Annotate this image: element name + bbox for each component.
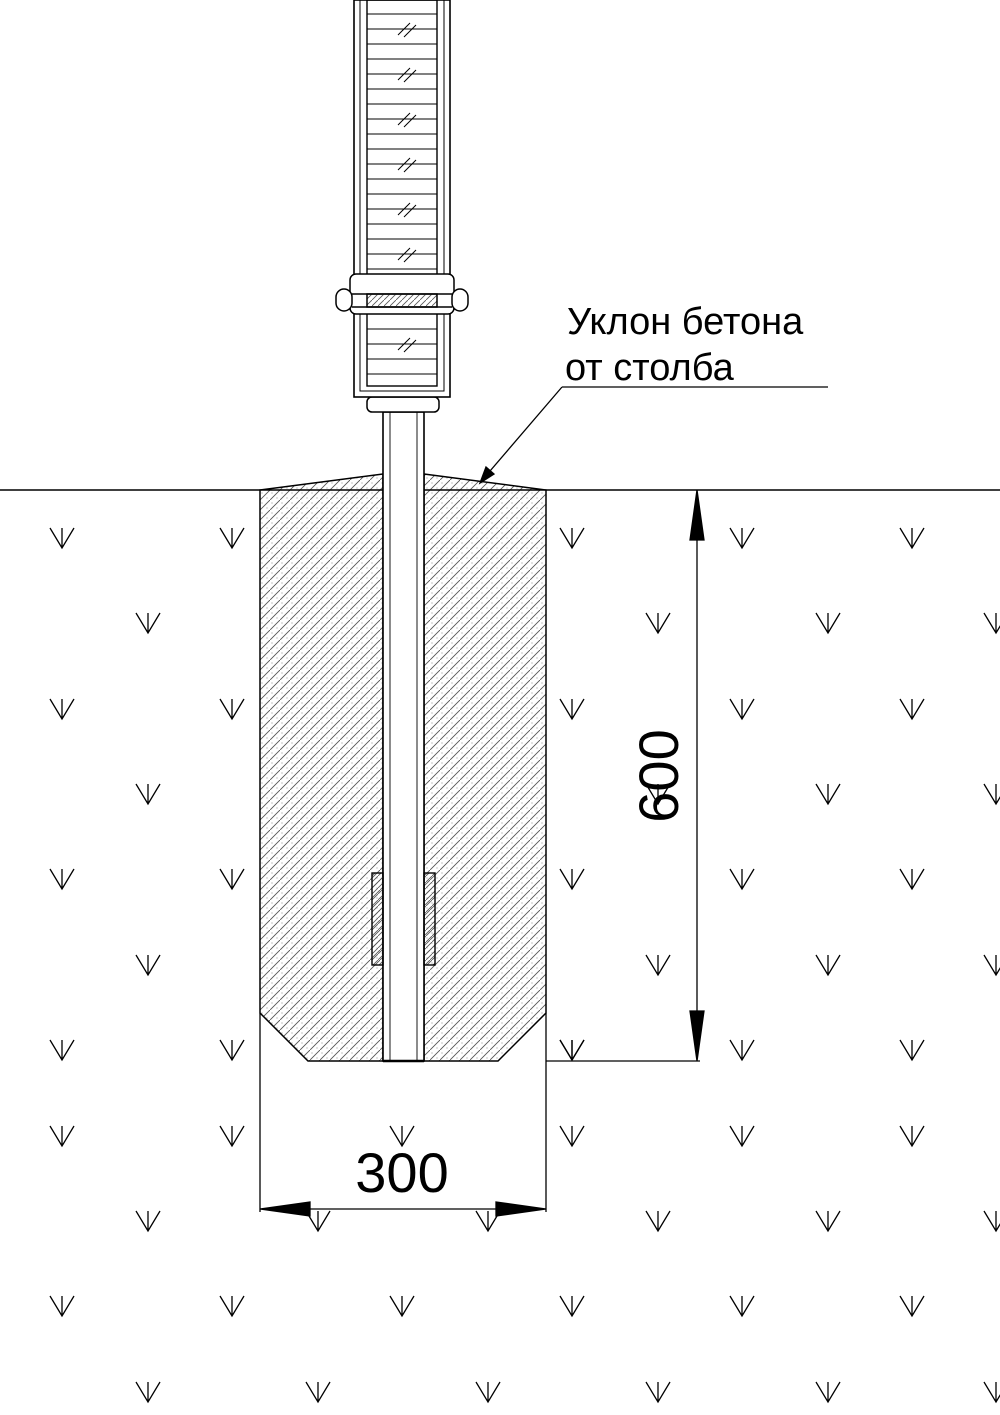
soil-symbol <box>219 1039 245 1062</box>
slope-note-line2: от столба <box>565 347 735 389</box>
depth-dimension <box>546 489 705 1062</box>
soil-symbol <box>815 612 841 635</box>
soil-symbol <box>729 1295 755 1318</box>
soil-symbol <box>389 1295 415 1318</box>
soil-symbol <box>815 783 841 806</box>
soil-symbol <box>559 1295 585 1318</box>
soil-symbol <box>815 954 841 977</box>
soil-symbol <box>983 1210 1000 1233</box>
post-bracket <box>366 396 440 413</box>
soil-symbol <box>49 1295 75 1318</box>
soil-symbol <box>475 1381 501 1404</box>
soil-symbol <box>645 783 671 806</box>
soil-symbol <box>645 1381 671 1404</box>
width-dimension-label: 300 <box>355 1141 448 1204</box>
glass-hatch <box>397 337 417 353</box>
soil-symbol <box>135 612 161 635</box>
soil-symbol <box>983 954 1000 977</box>
soil-symbol <box>899 1039 925 1062</box>
soil-symbol <box>305 1210 331 1233</box>
glass-hatch <box>397 22 417 38</box>
soil-symbol <box>899 1125 925 1148</box>
soil-symbol <box>135 954 161 977</box>
soil-symbol <box>899 527 925 550</box>
soil-symbol <box>559 698 585 721</box>
soil-symbol <box>219 527 245 550</box>
soil-symbol <box>729 698 755 721</box>
soil-symbol <box>729 1125 755 1148</box>
soil-symbol <box>49 698 75 721</box>
soil-symbol <box>645 954 671 977</box>
soil-symbol <box>815 1210 841 1233</box>
soil-symbol <box>983 612 1000 635</box>
soil-symbol <box>645 1210 671 1233</box>
glass-hatch <box>397 202 417 218</box>
soil-symbol <box>219 1125 245 1148</box>
soil-symbol <box>983 1381 1000 1404</box>
anchor-plate-right <box>423 872 436 966</box>
soil-symbol <box>899 1295 925 1318</box>
soil-symbol <box>899 868 925 891</box>
glass-hatch <box>397 67 417 83</box>
slope-note-line1: Уклон бетона <box>567 301 804 343</box>
panel-clamp <box>335 273 469 315</box>
soil-symbol <box>475 1210 501 1233</box>
soil-symbol <box>305 1381 331 1404</box>
soil-symbol <box>729 868 755 891</box>
soil-symbol <box>559 1039 585 1062</box>
width-dimension <box>259 1013 547 1217</box>
soil-symbol <box>645 612 671 635</box>
post <box>382 411 425 1062</box>
soil-symbol <box>389 1125 415 1148</box>
soil-symbol <box>559 527 585 550</box>
soil-symbol <box>899 698 925 721</box>
soil-symbol <box>49 1125 75 1148</box>
fence-panel <box>353 0 451 398</box>
concrete-foundation-right <box>423 473 547 1062</box>
soil-symbol <box>983 783 1000 806</box>
glass-hatch <box>397 247 417 263</box>
soil-symbol <box>559 1125 585 1148</box>
slope-leader <box>478 386 828 485</box>
depth-dimension-label: 600 <box>627 729 690 822</box>
glass-hatch <box>397 157 417 173</box>
soil-symbol <box>729 1039 755 1062</box>
soil-symbol <box>729 527 755 550</box>
concrete-foundation <box>259 473 384 1062</box>
anchor-plate-left <box>371 872 384 966</box>
soil-symbol <box>135 1381 161 1404</box>
soil-symbol <box>219 868 245 891</box>
soil-symbol <box>219 698 245 721</box>
glass-hatch <box>397 112 417 128</box>
soil-symbol <box>135 783 161 806</box>
soil-symbol <box>219 1295 245 1318</box>
soil-symbol <box>49 868 75 891</box>
soil-symbol <box>49 527 75 550</box>
soil-symbol <box>49 1039 75 1062</box>
soil-symbol <box>815 1381 841 1404</box>
soil-pattern <box>49 527 1000 1404</box>
soil-symbol <box>135 1210 161 1233</box>
soil-symbol <box>559 868 585 891</box>
